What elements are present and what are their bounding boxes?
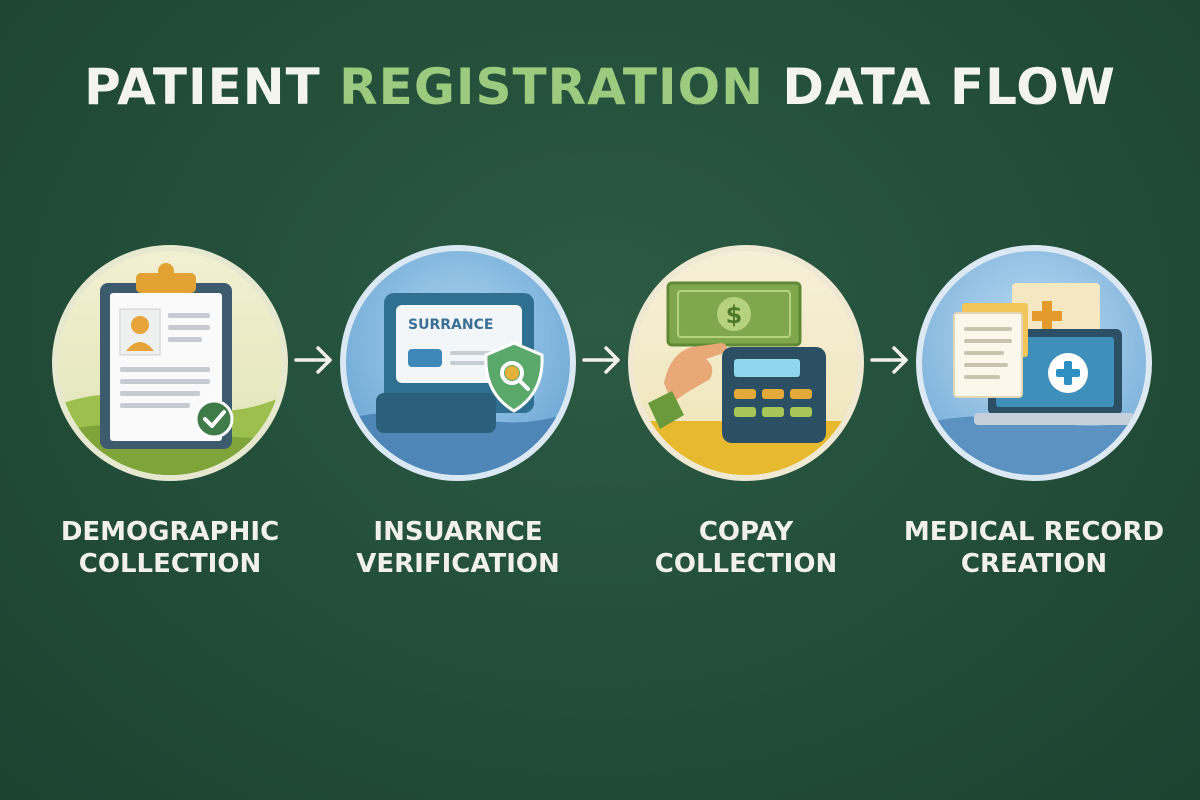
step-label-insurance-verification: INSUARNCE VERIFICATION xyxy=(318,516,598,580)
step-2-label-line-2: VERIFICATION xyxy=(356,549,560,579)
card-text: SURRANCE xyxy=(408,317,493,333)
step-3-label-line-2: COLLECTION xyxy=(654,549,838,579)
title-part-3: DATA FLOW xyxy=(763,58,1116,116)
title-part-1: PATIENT xyxy=(84,58,340,116)
medical-record-laptop-icon xyxy=(916,245,1152,481)
title-part-2-accent: REGISTRATION xyxy=(339,58,764,116)
step-medical-record-creation xyxy=(914,243,1154,483)
cash-payment-terminal-icon: $ xyxy=(628,245,864,481)
clipboard-profile-icon xyxy=(52,245,288,481)
step-label-copay-collection: COPAY COLLECTION xyxy=(606,516,886,580)
step-4-label-line-2: CREATION xyxy=(960,549,1108,579)
step-copay-collection: $ xyxy=(626,243,866,483)
diagram-title: PATIENT REGISTRATION DATA FLOW xyxy=(0,58,1200,116)
step-label-medical-record-creation: MEDICAL RECORD CREATION xyxy=(894,516,1174,580)
step-demographic-collection xyxy=(50,243,290,483)
insurance-card-shield-icon: SURRANCE xyxy=(340,245,576,481)
step-2-label-line-1: INSUARNCE xyxy=(373,517,543,547)
step-insurance-verification: SURRANCE xyxy=(338,243,578,483)
step-1-label-line-1: DEMOGRAPHIC xyxy=(60,517,280,547)
flow-arrow-3 xyxy=(868,340,914,380)
step-3-label-line-1: COPAY xyxy=(698,517,794,547)
step-label-demographic-collection: DEMOGRAPHIC COLLECTION xyxy=(30,516,310,580)
dollar-symbol: $ xyxy=(726,301,743,329)
step-1-label-line-2: COLLECTION xyxy=(78,549,262,579)
step-4-label-line-1: MEDICAL RECORD xyxy=(903,517,1165,547)
flow-arrow-1 xyxy=(292,340,338,380)
flow-arrow-2 xyxy=(580,340,626,380)
